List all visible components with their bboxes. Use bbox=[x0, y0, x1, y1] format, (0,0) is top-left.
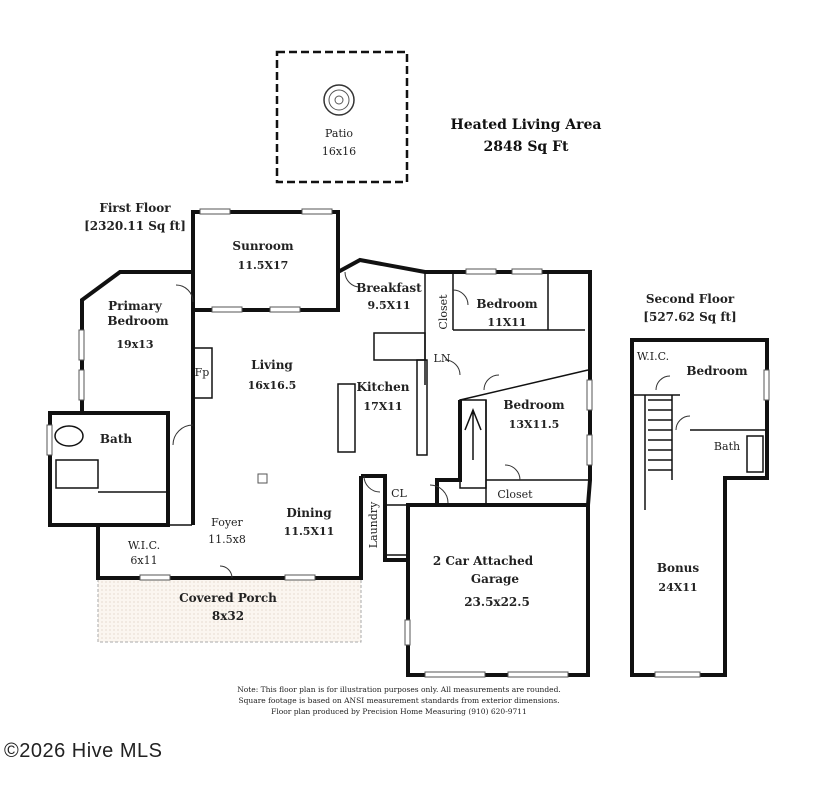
primary-bedroom-size: 19x13 bbox=[116, 338, 153, 351]
dining-label: Dining bbox=[286, 506, 332, 520]
note-line-1: Note: This floor plan is for illustratio… bbox=[237, 685, 561, 694]
linen-label: LN bbox=[434, 352, 451, 365]
closet-label-1: Closet bbox=[437, 294, 450, 330]
kitchen-size: 17X11 bbox=[363, 400, 402, 413]
second-floor-title: Second Floor bbox=[646, 292, 735, 306]
sunroom-size: 11.5X17 bbox=[238, 259, 289, 272]
closet-label-2: Closet bbox=[497, 488, 533, 501]
note-line-2: Square footage is based on ANSI measurem… bbox=[238, 696, 559, 705]
foyer-label: Foyer bbox=[211, 516, 243, 529]
patio-size: 16x16 bbox=[322, 145, 356, 158]
kitchen-label: Kitchen bbox=[357, 380, 410, 394]
second-floor-walls bbox=[630, 338, 770, 678]
note-line-3: Floor plan produced by Precision Home Me… bbox=[271, 707, 527, 716]
dining-size: 11.5X11 bbox=[284, 525, 335, 538]
laundry-label: Laundry bbox=[367, 501, 380, 548]
primary-bedroom-label-1: Primary bbox=[108, 299, 163, 313]
foyer-size: 11.5x8 bbox=[208, 533, 246, 546]
living-label: Living bbox=[251, 358, 293, 372]
breakfast-label: Breakfast bbox=[356, 281, 422, 295]
garage-size: 23.5x22.5 bbox=[464, 595, 530, 609]
bonus-size: 24X11 bbox=[658, 581, 697, 594]
copyright-watermark: ©2026 Hive MLS bbox=[4, 740, 163, 762]
windows bbox=[46, 208, 593, 678]
breakfast-size: 9.5X11 bbox=[368, 299, 411, 312]
heated-area-value: 2848 Sq Ft bbox=[483, 139, 569, 155]
first-floor-area: [2320.11 Sq ft] bbox=[84, 219, 186, 233]
wic-label: W.I.C. bbox=[128, 539, 160, 552]
wic-size: 6x11 bbox=[130, 554, 157, 567]
porch-label: Covered Porch bbox=[179, 591, 277, 605]
living-size: 16x16.5 bbox=[248, 379, 297, 392]
bedroom-4-label: Bedroom bbox=[686, 364, 747, 378]
first-floor-walls bbox=[48, 210, 592, 677]
sunroom-label: Sunroom bbox=[232, 239, 293, 253]
second-floor-area: [527.62 Sq ft] bbox=[643, 310, 736, 324]
bedroom-2-label: Bedroom bbox=[476, 297, 537, 311]
doors bbox=[172, 271, 521, 579]
primary-bedroom-label-2: Bedroom bbox=[107, 314, 168, 328]
fireplace-label: Fp bbox=[195, 366, 210, 379]
covered-porch-area bbox=[97, 577, 362, 643]
porch-size: 8x32 bbox=[212, 609, 244, 623]
bedroom-3-size: 13X11.5 bbox=[509, 418, 560, 431]
bath-2-label: Bath bbox=[714, 440, 740, 453]
bedroom-3-label: Bedroom bbox=[503, 398, 564, 412]
wic-2-label: W.I.C. bbox=[637, 350, 669, 363]
patio-label: Patio bbox=[325, 127, 353, 140]
patio-medallion-icon bbox=[323, 84, 355, 116]
heated-area-title: Heated Living Area bbox=[451, 117, 602, 133]
cl-label: CL bbox=[391, 487, 407, 500]
bedroom-2-size: 11X11 bbox=[487, 316, 526, 329]
bonus-label: Bonus bbox=[657, 561, 700, 575]
garage-label-1: 2 Car Attached bbox=[433, 554, 534, 568]
bath-label: Bath bbox=[100, 432, 132, 446]
garage-label-2: Garage bbox=[471, 572, 520, 586]
patio-outline bbox=[275, 50, 409, 184]
first-floor-title: First Floor bbox=[99, 201, 171, 215]
